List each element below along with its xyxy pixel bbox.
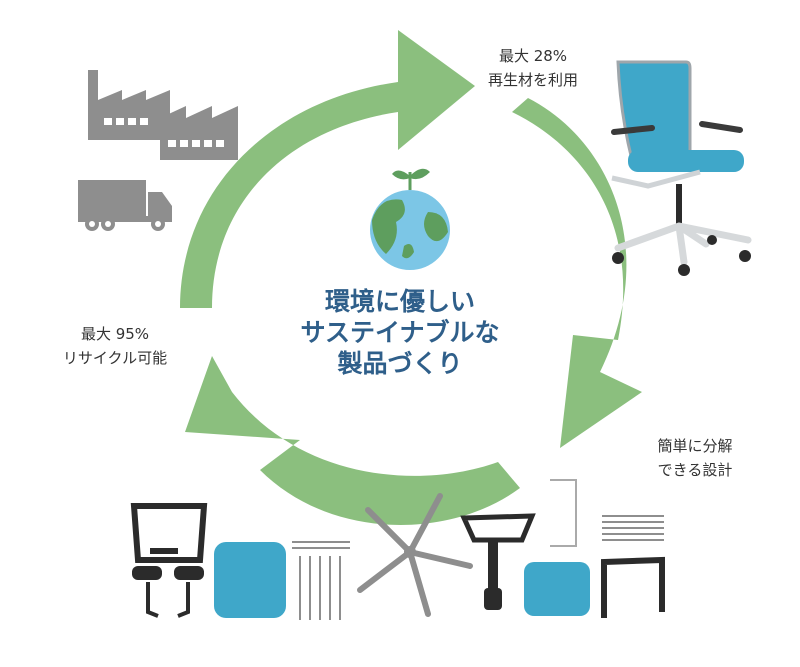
center-title-line3: 製品づくり [337, 349, 463, 378]
chair-parts-icon [130, 479, 665, 620]
arrow-right [512, 98, 642, 448]
cycle-arrows [180, 30, 642, 525]
step-recyclable-line2: リサイクル可能 [62, 349, 168, 367]
center-title: 環境に優しい サステイナブルな 製品づくり [270, 286, 530, 379]
step-disassembly-label: 簡単に分解 できる設計 [630, 434, 760, 482]
arrow-bottom [185, 356, 520, 525]
step-disassembly-line1: 簡単に分解 [657, 437, 733, 455]
step-recycled-line2: 再生材を利用 [487, 71, 578, 89]
factory-icon [88, 70, 238, 160]
office-chair-icon [611, 60, 752, 276]
step-recycled-label: 最大 28% 再生材を利用 [458, 44, 608, 92]
center-title-line2: サステイナブルな [300, 318, 500, 347]
globe-sprout-icon [370, 168, 450, 270]
truck-icon [78, 180, 172, 231]
arrow-top-left [180, 30, 475, 308]
step-recycled-line1: 最大 28% [498, 47, 568, 65]
step-disassembly-line2: できる設計 [657, 461, 733, 479]
center-title-line1: 環境に優しい [324, 287, 475, 316]
step-recyclable-line1: 最大 95% [80, 325, 150, 343]
step-recyclable-label: 最大 95% リサイクル可能 [40, 322, 190, 370]
